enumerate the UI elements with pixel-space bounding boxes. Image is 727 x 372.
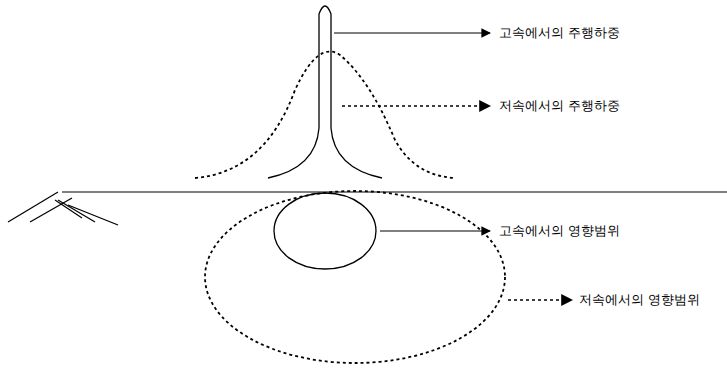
ground-hatch (8, 192, 118, 225)
leader-arrow (334, 32, 490, 33)
callout-label: 고속에서의 영향범위 (498, 223, 621, 239)
leader-arrow (508, 299, 572, 301)
ground-line (62, 191, 727, 192)
low-speed-zone (205, 191, 505, 363)
callout-label: 저속에서의 주행하중 (498, 98, 621, 114)
leader-arrow (380, 230, 490, 231)
leader-arrow (342, 105, 490, 107)
high-speed-zone (274, 193, 376, 269)
low-speed-load (195, 52, 455, 178)
callout-label: 고속에서의 주행하중 (498, 25, 621, 41)
callout-label: 저속에서의 영향범위 (578, 292, 701, 308)
high-speed-load (268, 6, 382, 178)
